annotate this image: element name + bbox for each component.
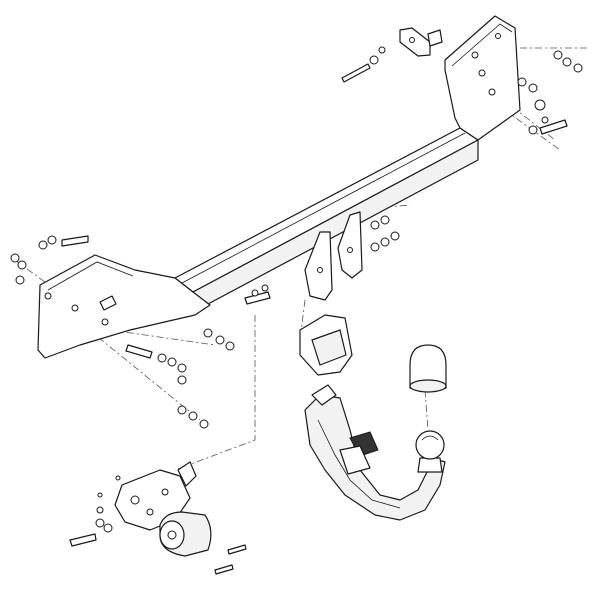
top-small-bracket xyxy=(399,27,443,57)
tow-ball xyxy=(415,430,445,473)
centre-drop-brackets xyxy=(304,211,363,301)
left-mounting-bracket xyxy=(37,254,211,359)
ball-cap xyxy=(409,344,447,393)
washers-and-nuts xyxy=(10,46,583,533)
right-mounting-bracket xyxy=(444,15,521,141)
electrical-socket-kit xyxy=(114,461,212,557)
bolts xyxy=(61,63,568,575)
